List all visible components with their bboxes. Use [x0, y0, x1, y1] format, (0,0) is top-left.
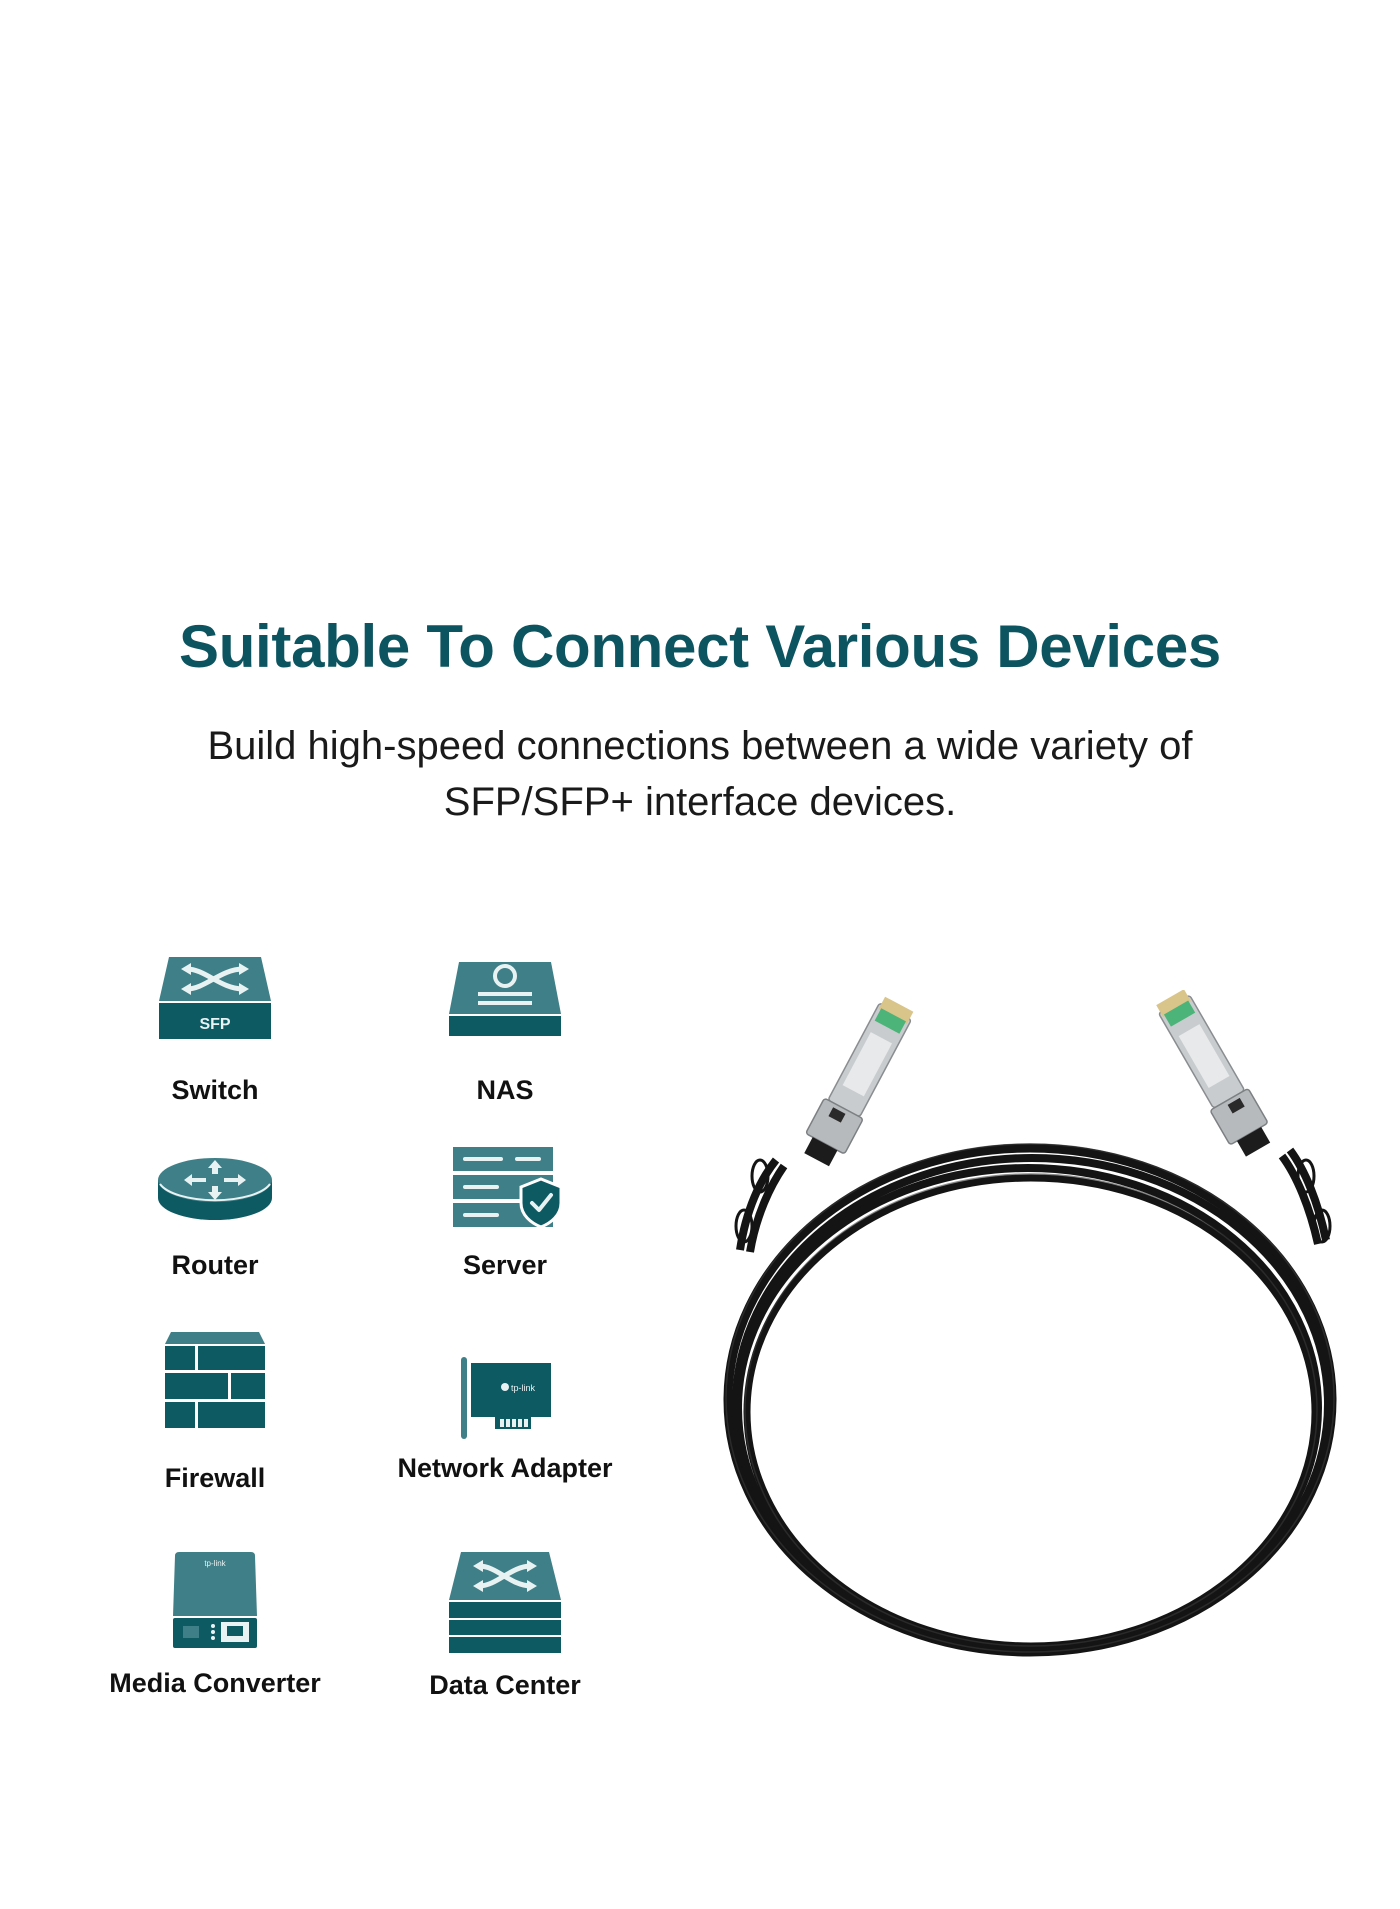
page-subtitle: Build high-speed connections between a w… — [0, 718, 1400, 830]
device-router: Router — [65, 1150, 365, 1280]
tp-link-logo: tp-link — [204, 1559, 226, 1568]
device-label: Network Adapter — [397, 1453, 613, 1483]
subtitle-line-2: SFP/SFP+ interface devices. — [443, 780, 957, 824]
device-label: Router — [171, 1250, 259, 1280]
device-label: Media Converter — [109, 1668, 321, 1698]
server-shield-icon — [453, 1147, 563, 1229]
product-image-sfp-cable — [700, 989, 1360, 1670]
device-network-adapter: tp-link Network Adapter — [355, 1355, 655, 1483]
device-label: Data Center — [429, 1670, 581, 1700]
data-center-icon — [449, 1552, 561, 1653]
device-server: Server — [355, 1145, 655, 1280]
page-heading: Suitable To Connect Various Devices — [178, 613, 1222, 680]
device-label: Firewall — [164, 1463, 266, 1493]
nas-icon — [449, 962, 561, 1036]
switch-icon: SFP — [159, 957, 271, 1039]
device-firewall: Firewall — [65, 1330, 365, 1493]
device-switch: SFP Switch — [65, 955, 365, 1105]
network-adapter-icon: tp-link — [461, 1357, 551, 1439]
tp-link-logo: tp-link — [511, 1383, 536, 1393]
device-media-converter: tp-link Media Converter — [65, 1550, 365, 1698]
sfp-cable-icon — [723, 989, 1337, 1657]
firewall-icon — [165, 1332, 265, 1428]
subtitle-line-1: Build high-speed connections between a w… — [207, 724, 1193, 768]
media-converter-icon: tp-link — [173, 1552, 257, 1648]
device-label: Server — [462, 1250, 548, 1280]
sfp-badge: SFP — [199, 1016, 230, 1033]
device-data-center: Data Center — [355, 1550, 655, 1700]
router-icon — [158, 1158, 272, 1220]
device-label: Switch — [171, 1075, 259, 1105]
device-nas: NAS — [355, 960, 655, 1105]
device-label: NAS — [476, 1075, 534, 1105]
